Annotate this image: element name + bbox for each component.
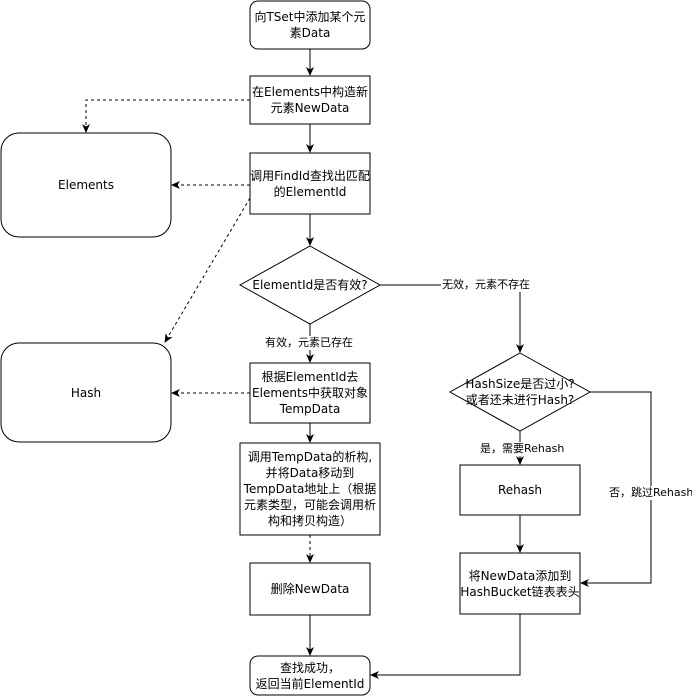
- findid-node-label: 调用FindId查找出匹配 的ElementId: [250, 168, 370, 199]
- construct-node-shape: [249, 75, 371, 125]
- edge-construct-to-elements-dashed: [82, 99, 250, 133]
- delete-new-node-label: 删除NewData: [270, 582, 350, 596]
- decision-valid-label: ElementId是否有效?: [252, 278, 368, 292]
- elements-store-label: Elements: [58, 178, 114, 192]
- decision-hashsize-label: HashSize是否过小? 或者还未进行Hash?: [465, 377, 575, 407]
- rehash-node-shape: [459, 464, 581, 516]
- get-temp-node-label: 根据ElementId去 Elements中获取对象 TempData: [252, 370, 368, 416]
- edge-label-valid-yes: 有效，元素已存在: [264, 336, 354, 350]
- findid-node-shape: [249, 152, 371, 215]
- edge-addbucket-to-found: [370, 614, 521, 679]
- edge-findid-to-hash-dashed: [164, 197, 251, 343]
- edge-label-rehash-no: 否，跳过Rehash: [608, 486, 692, 500]
- hash-store-label: Hash: [70, 385, 102, 400]
- destruct-move-node-label: 调用TempData的析构, 并将Data移动到 TempData地址上（根据 …: [243, 450, 377, 528]
- construct-node-label: 在Elements中构造新 元素NewData: [252, 85, 368, 115]
- edge-decision-no-to-hashsize: [380, 284, 524, 353]
- found-success-node-label: 查找成功， 返回当前ElementId: [255, 660, 365, 691]
- edge-label-rehash-yes: 是，需要Rehash: [479, 442, 566, 456]
- delete-new-node-shape: [249, 562, 371, 616]
- add-bucket-node-label: 将NewData添加到 HashBucket链表表头: [460, 568, 580, 599]
- edge-label-valid-no: 无效，元素不存在: [441, 278, 531, 292]
- rehash-node-label: Rehash: [498, 483, 542, 497]
- start-node-label: 向TSet中添加某个元 素Data: [254, 10, 366, 40]
